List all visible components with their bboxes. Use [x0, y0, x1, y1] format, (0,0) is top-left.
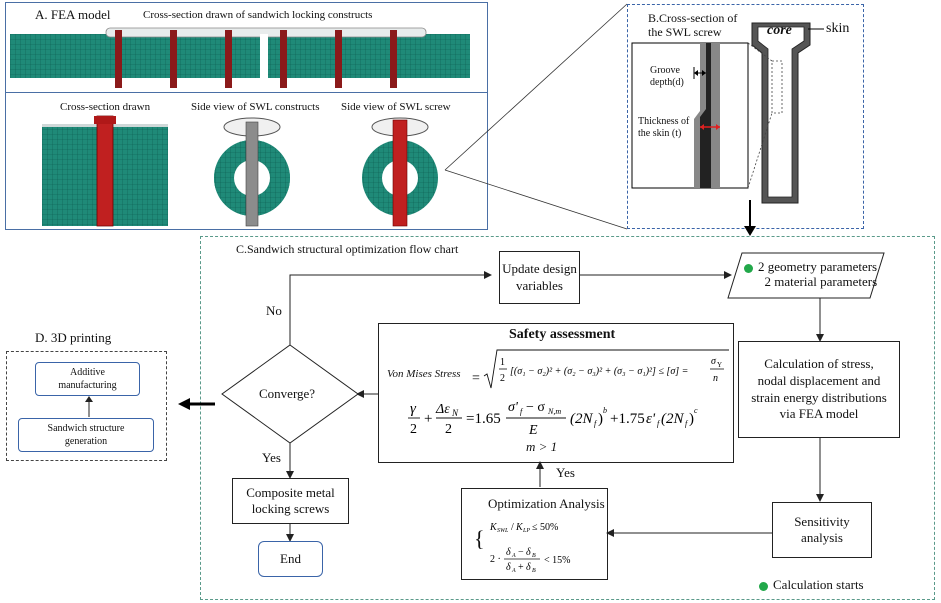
panel-b-thickness-label: Thickness of the skin (t): [638, 116, 690, 139]
von-mises-label: Von Mises Stress: [387, 368, 461, 380]
svg-text:+: +: [518, 562, 524, 573]
svg-text:2: 2: [410, 422, 417, 437]
svg-text:b: b: [603, 406, 607, 415]
m-condition: m > 1: [526, 439, 558, 454]
yes-converge-label: Yes: [262, 450, 281, 465]
svg-text:=: =: [472, 371, 480, 386]
safety-assessment-box: [378, 323, 734, 463]
sandwich-structure-generation-box: Sandwich structure generation: [18, 418, 154, 452]
von-mises-formula: = 1 2 [(σ₁ − σ₂)² + (σ₂ − σ₃)² + (σ₃ − σ…: [472, 349, 729, 389]
panel-b-skin-label: skin: [826, 21, 850, 36]
svg-text:δ: δ: [526, 562, 531, 573]
svg-text:Δε: Δε: [435, 402, 450, 417]
optimization-analysis-box: [461, 488, 608, 580]
svg-text:ε': ε': [646, 411, 656, 427]
svg-text:K: K: [489, 522, 498, 533]
svg-text:N,m: N,m: [547, 407, 561, 416]
svg-text:− σ: − σ: [526, 400, 545, 415]
svg-text:2 ·: 2 ·: [490, 554, 501, 565]
svg-text:): ): [689, 411, 694, 427]
calculation-box: Calculation of stress, nodal displacemen…: [738, 341, 900, 438]
svg-text:n: n: [713, 373, 718, 384]
svg-text:E: E: [528, 423, 538, 438]
fea-long-bar-mesh: [10, 27, 470, 88]
screw-cross-section-diagram: [631, 22, 824, 204]
panel-b-groove-label: Groove depth(d): [650, 65, 684, 88]
svg-text:≤ 50%: ≤ 50%: [532, 522, 558, 533]
svg-text:+: +: [424, 411, 432, 427]
safety-assessment-title: Safety assessment: [509, 327, 616, 342]
panel-a-title: A. FEA model: [35, 7, 111, 22]
svg-text:(2N: (2N: [570, 411, 593, 427]
svg-text:c: c: [694, 406, 698, 415]
panel-a-divider: [5, 92, 488, 93]
converge-label: Converge?: [259, 386, 316, 401]
params-green-dot: [744, 264, 753, 273]
panel-a: [5, 2, 488, 230]
params-text: 2 geometry parameters 2 material paramet…: [758, 259, 878, 289]
svg-text:2: 2: [445, 422, 452, 437]
calc-starts-green-dot: [759, 582, 768, 591]
panel-a-top-caption: Cross-section drawn of sandwich locking …: [143, 9, 373, 21]
svg-text:[(σ₁ − σ₂)² + (σ₂ − σ₃)² + (σ₃: [(σ₁ − σ₂)² + (σ₂ − σ₃)² + (σ₃ − σ₁)²] ≤…: [510, 366, 688, 377]
end-terminal: End: [258, 541, 323, 577]
svg-text:+1.75: +1.75: [610, 411, 645, 427]
svg-text:Y: Y: [717, 361, 722, 369]
panel-c: [200, 236, 935, 600]
panel-d-arrow: [85, 396, 93, 417]
svg-text:SWL: SWL: [497, 528, 509, 534]
svg-text:A: A: [511, 568, 516, 574]
panel-d: [6, 351, 167, 461]
svg-text:f: f: [594, 419, 598, 428]
svg-text:f: f: [657, 419, 661, 428]
composite-metal-locking-screws-box: Composite metal locking screws: [232, 478, 349, 524]
svg-text:LP: LP: [522, 528, 530, 534]
svg-text:f: f: [685, 419, 689, 428]
svg-text:δ: δ: [526, 547, 531, 558]
fatigue-formula: γ 2 + Δε N 2 =1.65 σ' f − σ N,m E (2N f …: [408, 400, 698, 438]
fea-side-view-constructs: [214, 117, 290, 227]
panel-c-title: C.Sandwich structural optimization flow …: [236, 242, 459, 256]
panel-a-sub3: Side view of SWL screw: [341, 101, 451, 113]
no-label: No: [266, 303, 282, 318]
panel-a-sub2: Side view of SWL constructs: [191, 101, 320, 113]
svg-text:σ': σ': [508, 400, 519, 415]
panel-b-title: B.Cross-section of the SWL screw: [648, 11, 738, 39]
panel-d-title: D. 3D printing: [35, 330, 112, 345]
optimization-analysis-title: Optimization Analysis: [488, 496, 605, 511]
panel-a-sub1: Cross-section drawn: [60, 101, 151, 113]
svg-text:): ): [598, 411, 603, 427]
svg-text:−: −: [518, 547, 524, 558]
svg-text:< 15%: < 15%: [544, 555, 570, 566]
svg-text:σ: σ: [711, 356, 717, 367]
panel-b-core-label: core: [767, 23, 792, 38]
sensitivity-analysis-box: Sensitivity analysis: [772, 502, 872, 558]
svg-text:2: 2: [500, 373, 505, 384]
additive-manufacturing-box: Additive manufacturing: [35, 362, 140, 396]
calculation-starts-label: Calculation starts: [773, 577, 864, 592]
svg-text:B: B: [532, 553, 536, 559]
fea-side-view-screw: [362, 117, 438, 227]
svg-text:1: 1: [500, 357, 505, 368]
svg-text:=1.65: =1.65: [466, 411, 501, 427]
fea-cross-section-mesh: [42, 115, 168, 227]
svg-text:δ: δ: [506, 562, 511, 573]
svg-text:A: A: [511, 553, 516, 559]
svg-text:K: K: [515, 522, 524, 533]
svg-text:/: /: [511, 522, 514, 533]
svg-text:{: {: [474, 526, 485, 551]
svg-text:B: B: [532, 568, 536, 574]
svg-text:(2N: (2N: [661, 411, 684, 427]
svg-text:N: N: [451, 408, 459, 418]
yes-optimization-label: Yes: [556, 465, 575, 480]
svg-text:γ: γ: [410, 401, 417, 417]
svg-text:δ: δ: [506, 547, 511, 558]
update-design-variables-box: Update design variables: [499, 251, 580, 304]
svg-text:f: f: [520, 407, 524, 416]
